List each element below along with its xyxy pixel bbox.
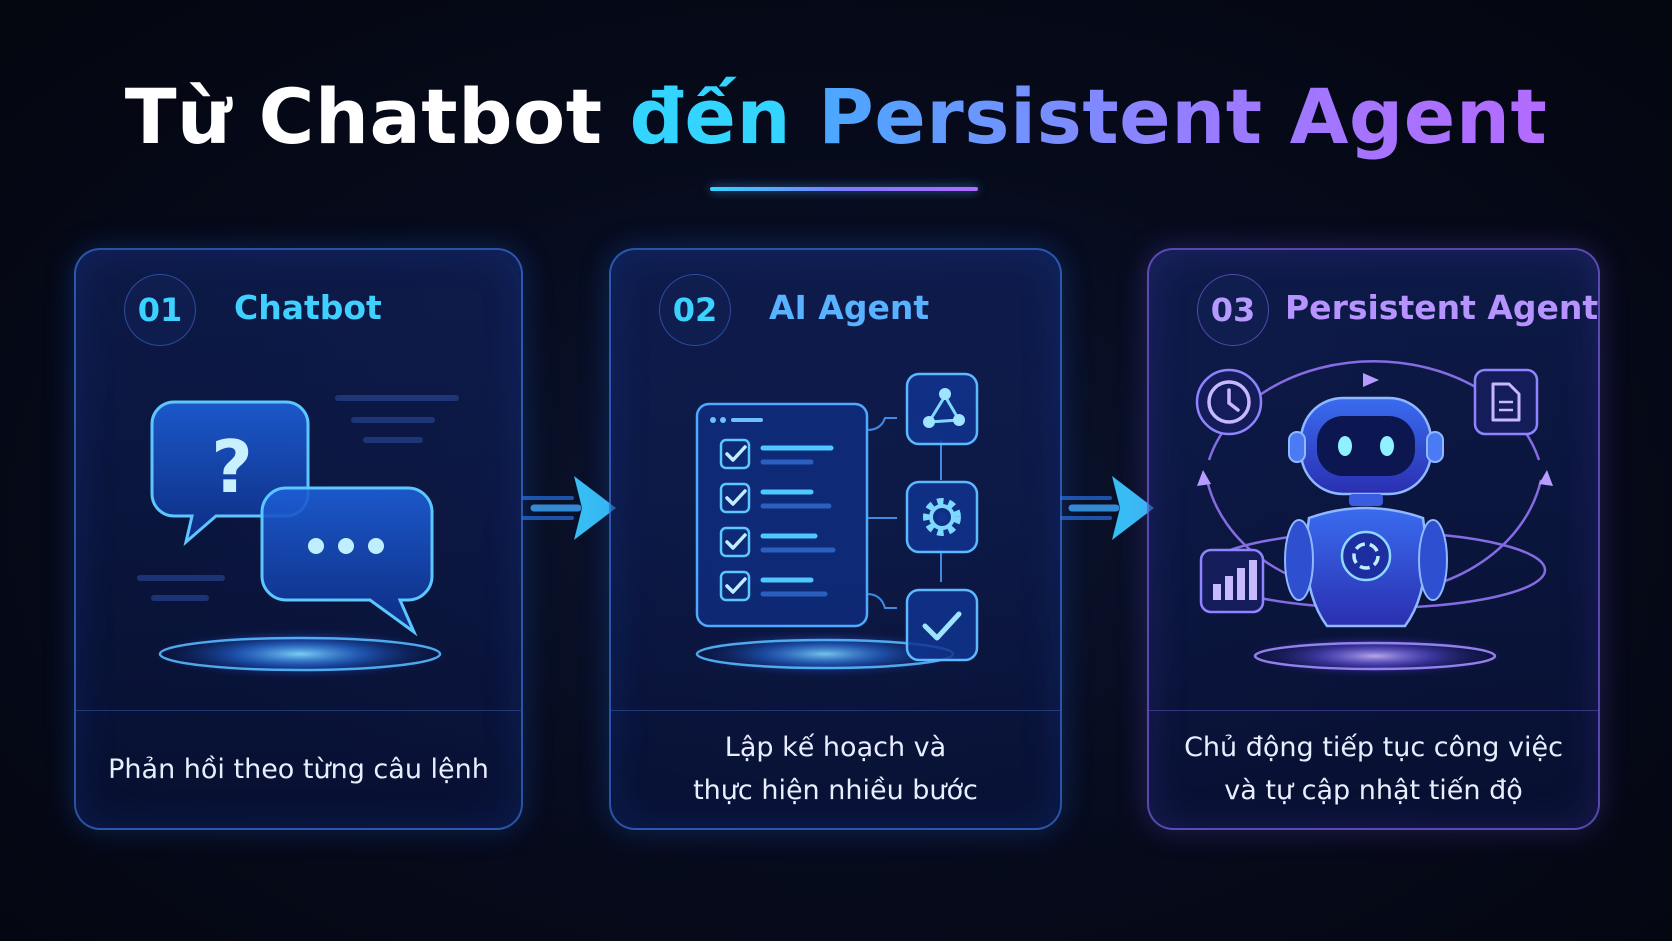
description-line: Lập kế hoạch và bbox=[724, 732, 947, 763]
bar-chart-icon bbox=[1199, 548, 1265, 614]
robot-icon bbox=[1284, 396, 1448, 628]
description-line: và tự cập nhật tiến độ bbox=[1224, 775, 1523, 806]
card-description: Chủ động tiếp tục công việc và tự cập nh… bbox=[1149, 710, 1598, 828]
chatbot-illustration: ? bbox=[137, 395, 459, 680]
card-ai-agent: 02 AI Agent bbox=[609, 248, 1062, 830]
card-title: AI Agent bbox=[769, 288, 930, 327]
title-part-2: đến bbox=[629, 72, 792, 161]
ellipsis-bubble-icon bbox=[260, 486, 434, 637]
share-nodes-icon bbox=[905, 372, 979, 446]
clock-icon bbox=[1195, 368, 1263, 436]
ai-agent-illustration bbox=[687, 372, 979, 678]
arrow-right-icon bbox=[1060, 476, 1154, 540]
description-line: Chủ động tiếp tục công việc bbox=[1184, 732, 1563, 763]
arrow-right-icon bbox=[522, 476, 616, 540]
title-part-1: Từ Chatbot bbox=[124, 72, 603, 161]
card-divider bbox=[76, 710, 521, 711]
card-title: Persistent Agent bbox=[1285, 288, 1599, 327]
card-number: 02 bbox=[659, 274, 731, 346]
card-title: Chatbot bbox=[234, 288, 382, 327]
card-persistent-agent: 03 Persistent Agent bbox=[1147, 248, 1600, 830]
page-title: Từ Chatbot đến Persistent Agent bbox=[0, 72, 1672, 161]
card-divider bbox=[1149, 710, 1598, 711]
svg-text:?: ? bbox=[211, 425, 253, 509]
description-line: thực hiện nhiều bước bbox=[693, 775, 978, 806]
gear-icon bbox=[905, 480, 979, 554]
card-number: 03 bbox=[1197, 274, 1269, 346]
card-chatbot: 01 Chatbot ? bbox=[74, 248, 523, 830]
description-line: Phản hồi theo từng câu lệnh bbox=[108, 753, 489, 785]
checklist-icon bbox=[695, 402, 869, 628]
card-divider bbox=[611, 710, 1060, 711]
title-part-3: Persistent Agent bbox=[818, 72, 1548, 161]
title-underline bbox=[710, 187, 978, 191]
document-icon bbox=[1473, 368, 1539, 436]
check-icon bbox=[905, 588, 979, 662]
card-description: Phản hồi theo từng câu lệnh bbox=[76, 710, 521, 828]
persistent-agent-illustration bbox=[1195, 360, 1553, 678]
card-number: 01 bbox=[124, 274, 196, 346]
card-description: Lập kế hoạch và thực hiện nhiều bước bbox=[611, 710, 1060, 828]
